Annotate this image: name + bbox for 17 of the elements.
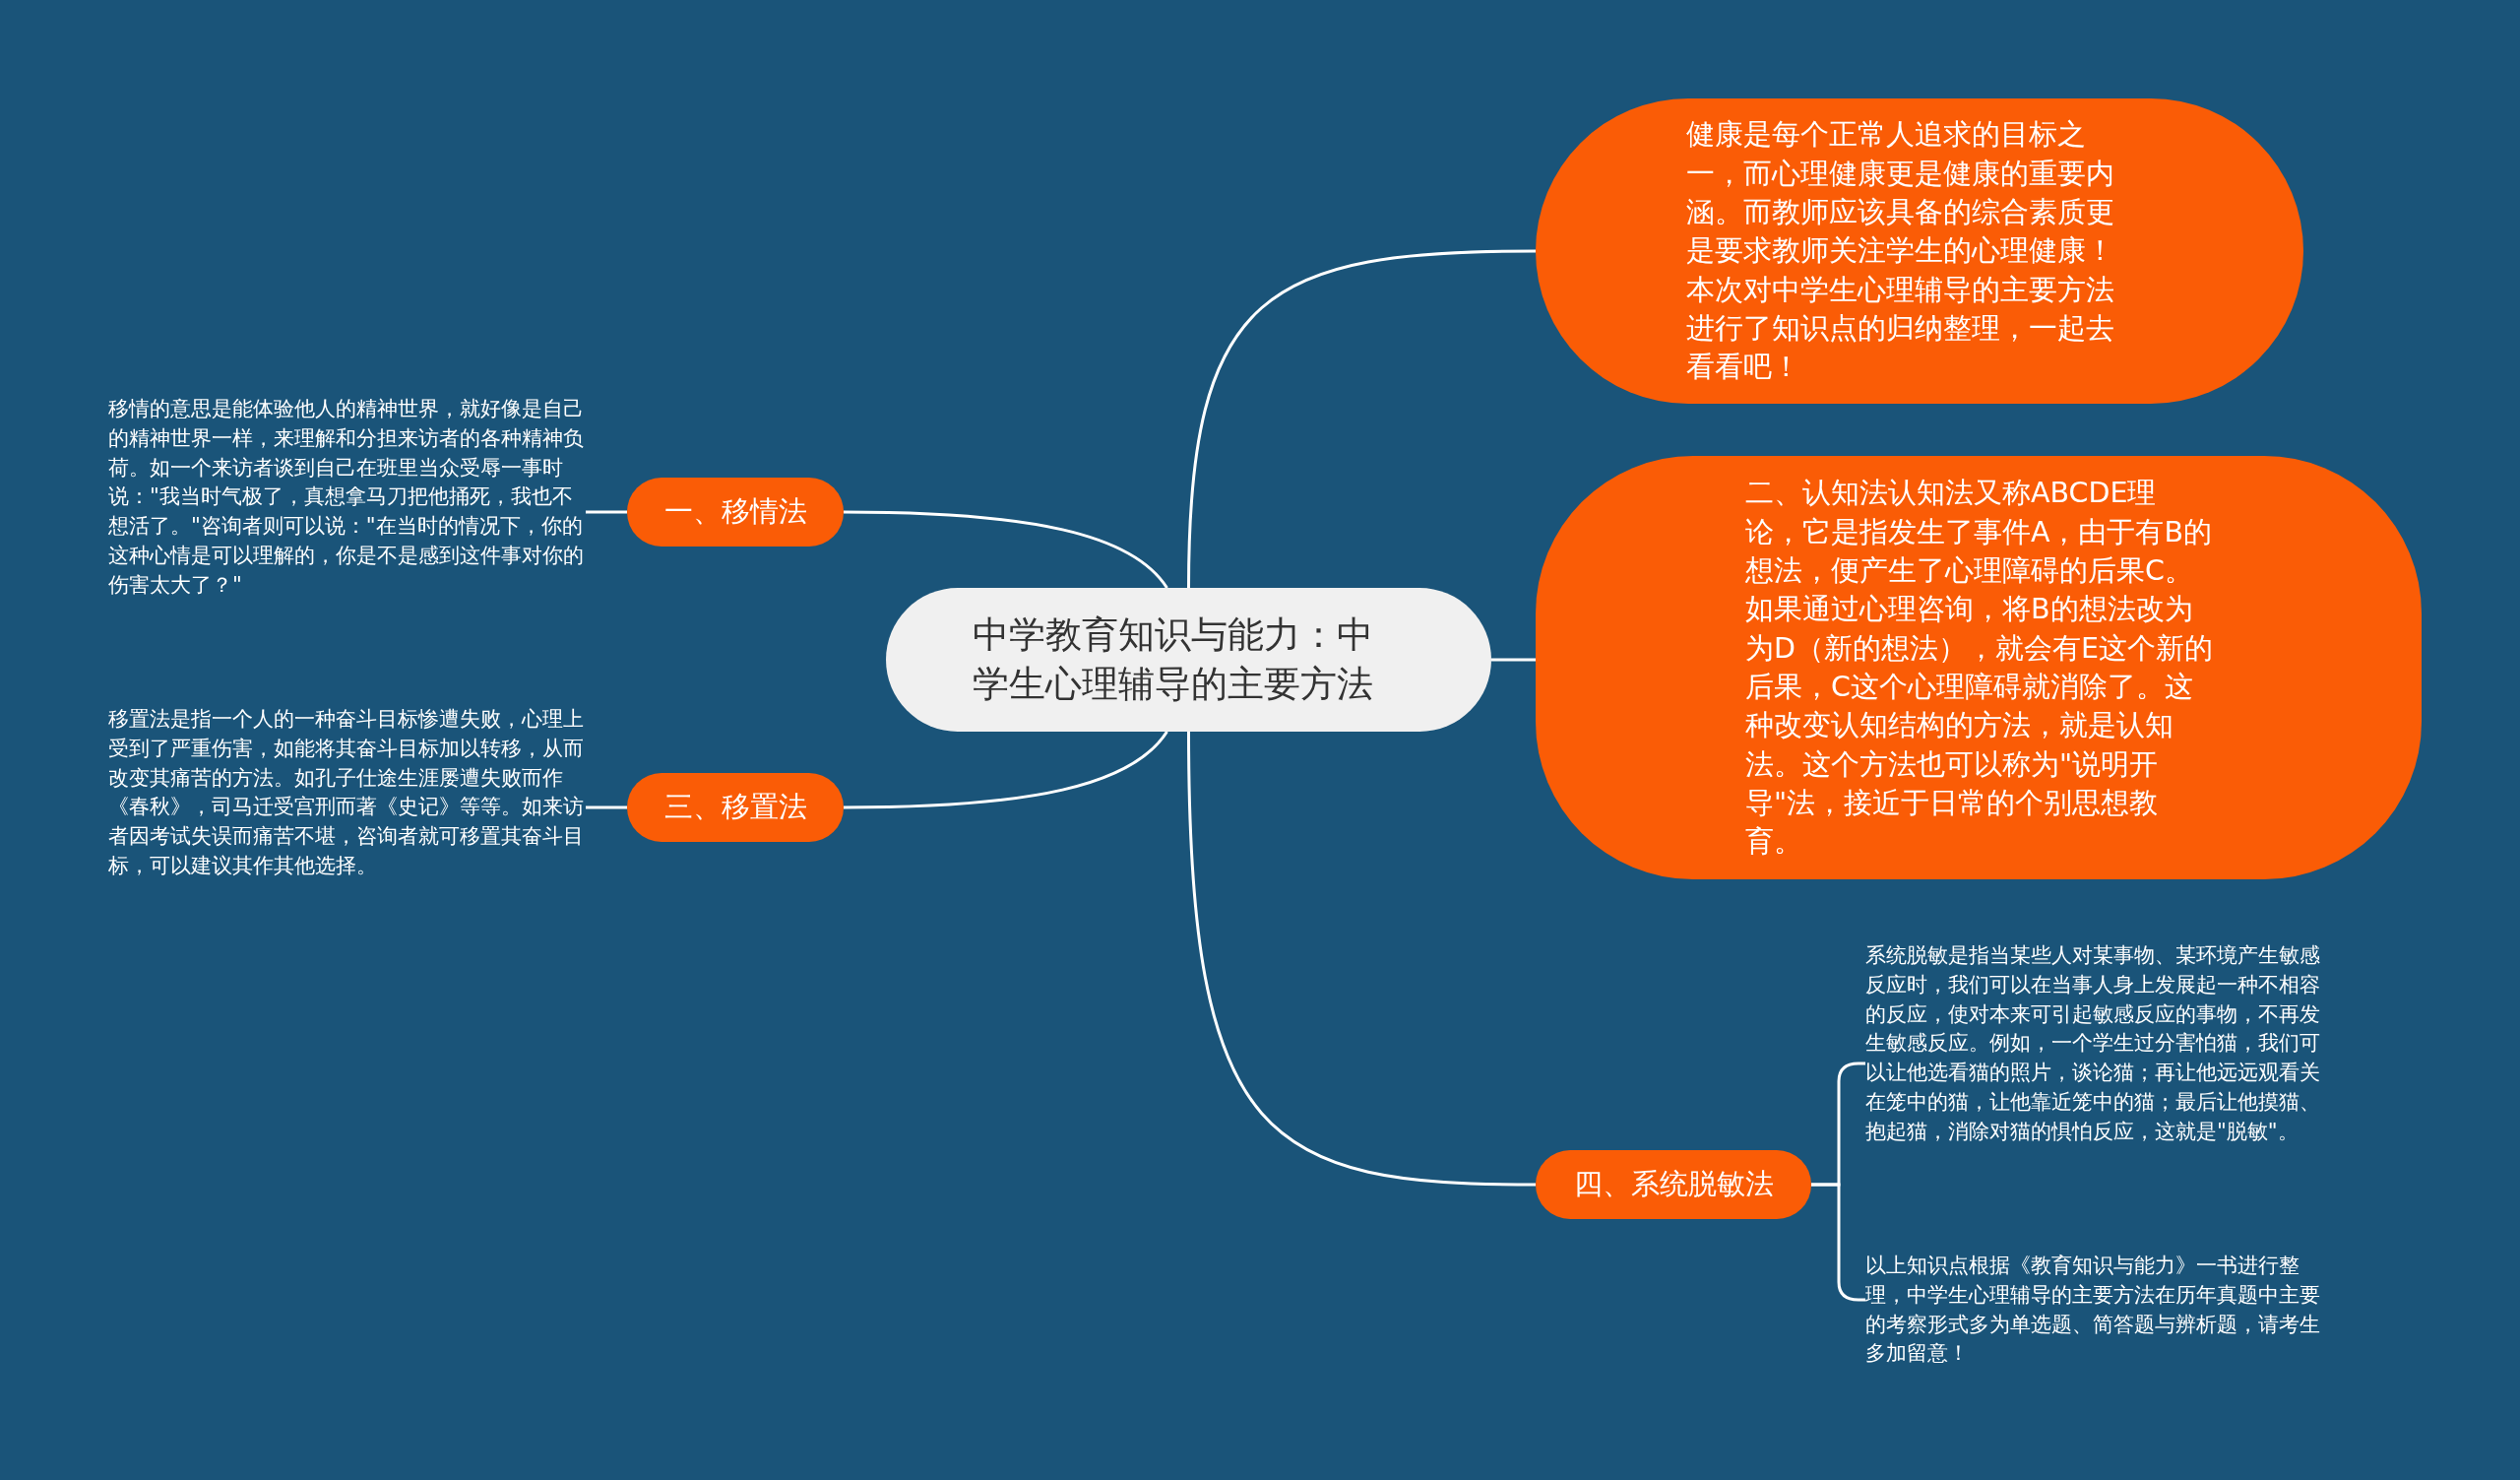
topic-text: 三、移置法 (663, 789, 807, 826)
connector-line (1491, 658, 1536, 662)
connector-line (586, 510, 627, 514)
topic-text: 二、认知法认知法又称ABCDE理论，它是指发生了事件A，由于有B的想法，便产生了心理障碍的后果C。如果通过心理咨询，将B的想法改为为D（新的想法），就会有E这个新的后果，C这个心理障碍就消除了。这种改变认知结构的方法，就是认知法。这个方法也可以称为"说明开导"法，接近于日常的个别思想教育。 (1745, 476, 2213, 861)
connector-line (586, 805, 627, 809)
topic-text: 中学教育知识与能力：中学生心理辅导的主要方法 (972, 612, 1374, 707)
note-text: 系统脱敏是指当某些人对某事物、某环境产生敏感反应时，我们可以在当事人身上发展起一种不相容的反应，使对本来可引起敏感反应的事物，不再发生敏感反应。例如，一个学生过分害怕猫，我们可以让他选看猫的照片，谈论猫；再让他远远观看关在笼中的猫，让他靠近笼中的猫；最后让他摸猫、抱起猫，消除对猫的惧怕反应，这就是"脱敏"。 (1865, 940, 2338, 1182)
connector-line (1187, 249, 1537, 589)
note-text: 以上知识点根据《教育知识与能力》一书进行整理，中学生心理辅导的主要方法在历年真题中主要的考察形式多为单选题、简答题与辨析题，请考生多加留意！ (1865, 1251, 2338, 1374)
topic-text: 一、移情法 (663, 493, 807, 531)
topic-text: 健康是每个正常人追求的目标之一，而心理健康更是健康的重要内涵。而教师应该具备的综合素质更是要求教师关注学生的心理健康！本次对中学生心理辅导的主要方法进行了知识点的归纳整理，一起去看看吧！ (1686, 117, 2115, 386)
connector-line (1187, 731, 1537, 1187)
connector-line (844, 510, 1168, 589)
note-text: 移置法是指一个人的一种奋斗目标惨遭失败，心理上受到了严重伤害，如能将其奋斗目标加以转移，从而改变其痛苦的方法。如孔子仕途生涯屡遭失败而作《春秋》，司马迁受宫刑而著《史记》等等。如来访者因考试失误而痛苦不堪，咨询者就可移置其奋斗目标，可以建议其作其他选择。 (108, 704, 586, 916)
note-text: 移情的意思是能体验他人的精神世界，就好像是自己的精神世界一样，来理解和分担来访者的各种精神负荷。如一个来访者谈到自己在班里当众受辱一事时说："我当时气极了，真想拿马刀把他捅死，我也不想活了。"咨询者则可以说："在当时的情况下，你的这种心情是可以理解的，你是不是感到这件事对你的伤害太大了？" (108, 394, 586, 635)
connector-line (844, 731, 1168, 809)
topic-text: 四、系统脱敏法 (1573, 1166, 1774, 1203)
